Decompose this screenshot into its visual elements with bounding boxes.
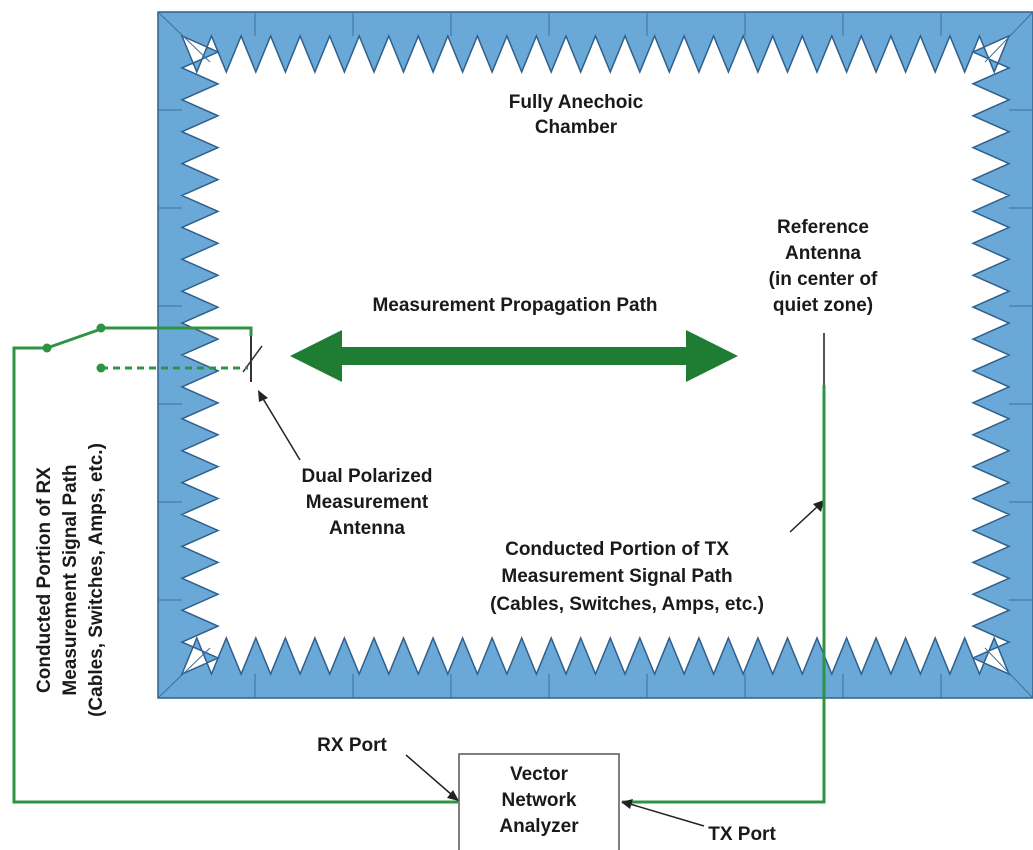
chamber-walls: [157, 11, 1033, 699]
measurement-antenna-line2: Measurement: [306, 492, 429, 513]
tx-path-line3: (Cables, Switches, Amps, etc.): [490, 594, 764, 615]
measurement-antenna-line1: Dual Polarized: [302, 466, 433, 487]
absorber-panel-seams: [158, 12, 1033, 698]
rx-path-line1: Conducted Portion of RX: [34, 467, 55, 693]
tx-path-label: Conducted Portion of TX Measurement Sign…: [490, 539, 764, 615]
measurement-antenna-label: Dual Polarized Measurement Antenna: [302, 466, 433, 539]
chamber-title-line1: Fully Anechoic: [509, 92, 644, 113]
tx-path-line1: Conducted Portion of TX: [505, 539, 729, 560]
vna-line2: Network: [502, 790, 577, 811]
propagation-double-arrow: [290, 330, 738, 382]
vna-line1: Vector: [510, 764, 569, 785]
reference-antenna-line3: (in center of: [769, 269, 878, 290]
vna-line3: Analyzer: [499, 816, 579, 837]
measurement-antenna-pointer: [258, 390, 301, 461]
vector-network-analyzer: Vector Network Analyzer: [458, 753, 620, 850]
rx-signal-cable: [12, 326, 458, 804]
reference-antenna-label: Reference Antenna (in center of quiet zo…: [769, 217, 878, 316]
rx-switch-nodes: [42, 323, 106, 373]
tx-port-pointer: [621, 799, 705, 827]
propagation-path-label: Measurement Propagation Path: [372, 295, 657, 316]
reference-antenna-line1: Reference: [777, 217, 869, 238]
measurement-antenna: [242, 330, 263, 382]
corner-seams: [157, 11, 1033, 699]
tx-path-pointer: [789, 500, 824, 533]
absorber-wall: [157, 11, 1033, 699]
rx-port-label: RX Port: [317, 735, 387, 756]
reference-antenna-line4: quiet zone): [773, 295, 873, 316]
measurement-antenna-line3: Antenna: [329, 518, 405, 539]
reference-antenna-line2: Antenna: [785, 243, 861, 264]
chamber-title-line2: Chamber: [535, 117, 618, 138]
rx-path-line3: (Cables, Switches, Amps, etc.): [86, 443, 107, 717]
tx-signal-cable: [622, 385, 826, 804]
rx-path-line2: Measurement Signal Path: [60, 464, 81, 695]
rx-path-label: Conducted Portion of RX Measurement Sign…: [34, 443, 107, 717]
tx-path-line2: Measurement Signal Path: [501, 566, 732, 587]
tx-port-label: TX Port: [708, 824, 776, 845]
rx-port-pointer: [405, 754, 459, 801]
chamber-title: Fully Anechoic Chamber: [509, 92, 644, 138]
